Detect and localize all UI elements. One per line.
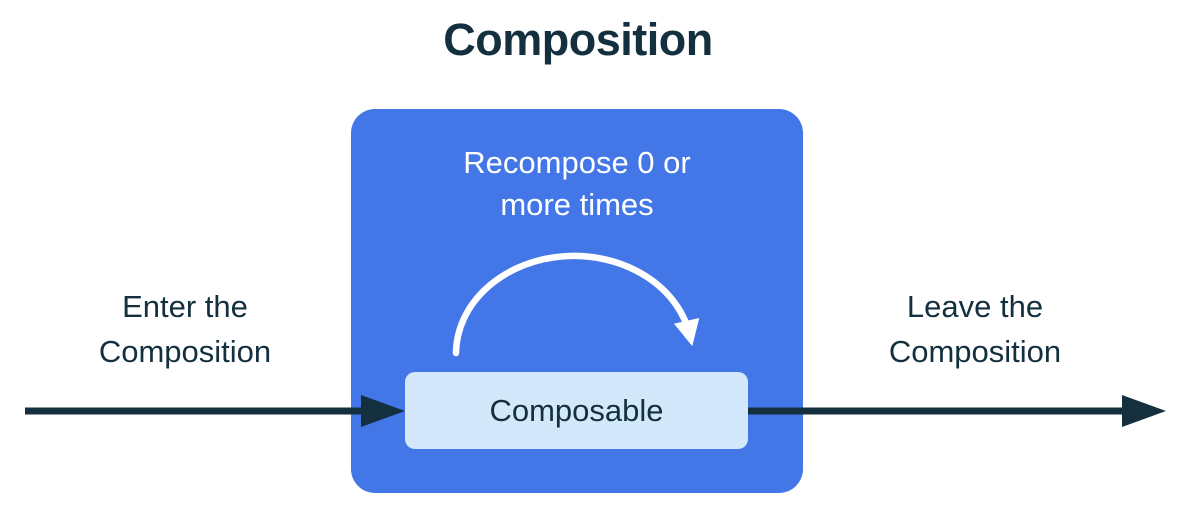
- recompose-label-text: Recompose 0 or more times: [463, 145, 691, 222]
- enter-arrow-icon: [25, 395, 405, 427]
- enter-label-text: Enter the Composition: [98, 289, 272, 369]
- page-title: Composition: [443, 14, 713, 65]
- leave-label-text: Leave the Composition: [888, 289, 1062, 369]
- leave-label: Leave the Composition: [845, 284, 1105, 374]
- composable-label: Composable: [489, 392, 664, 428]
- recompose-label: Recompose 0 or more times: [351, 142, 803, 226]
- composable-box: Composable: [405, 372, 748, 449]
- enter-label: Enter the Composition: [55, 284, 315, 374]
- leave-arrow-icon: [748, 395, 1166, 427]
